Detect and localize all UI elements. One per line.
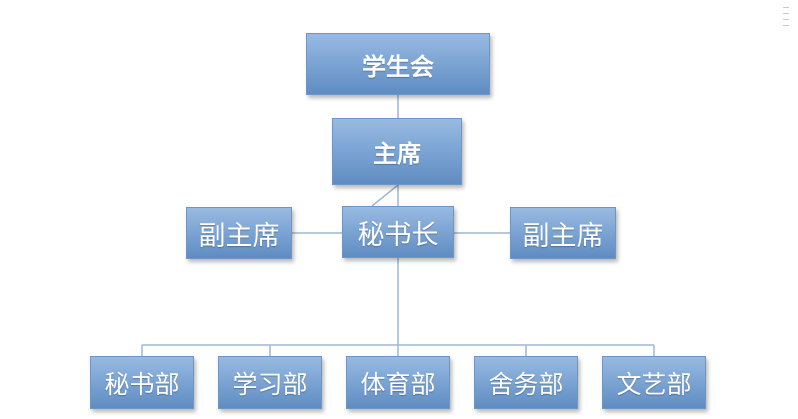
node-student-union: 学生会 [306,33,490,95]
node-chair: 主席 [332,118,462,185]
edge-mark [783,19,789,20]
node-department-dormitory: 舍务部 [474,356,578,409]
edge-mark [783,13,789,14]
edge-mark [783,7,789,8]
node-vice-chair-right: 副主席 [510,207,616,259]
node-department-arts: 文艺部 [602,356,706,409]
connector-chair-secretary [371,184,399,207]
node-secretary-general: 秘书长 [342,206,454,258]
node-department-study: 学习部 [218,356,322,409]
node-department-sports: 体育部 [346,356,450,409]
node-department-secretariat: 秘书部 [90,356,194,409]
node-vice-chair-left: 副主席 [186,207,292,259]
edge-mark [783,25,789,26]
